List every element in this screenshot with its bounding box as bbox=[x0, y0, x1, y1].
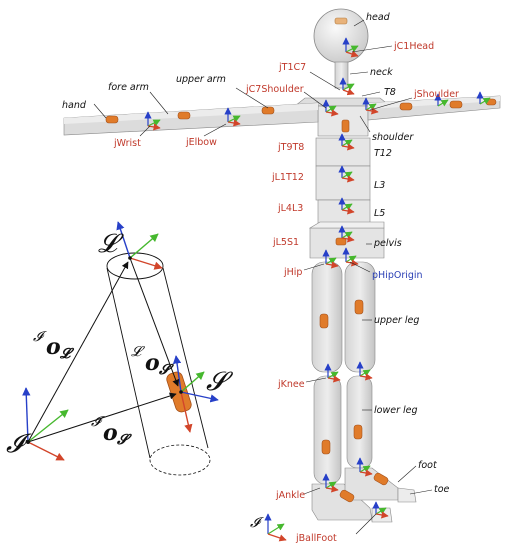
label-jL1T12: jL1T12 bbox=[271, 172, 304, 183]
joint-labels: jC1Head jT1C7 jC7Shoulder jShoulder jT9T… bbox=[113, 41, 459, 544]
right-lower-leg bbox=[346, 375, 373, 469]
sensor-right-forearm bbox=[449, 100, 463, 109]
label-shoulder: shoulder bbox=[372, 132, 414, 143]
label-upper-leg: upper leg bbox=[374, 315, 419, 326]
sensor-left-upperarm bbox=[261, 106, 275, 115]
svg-text:𝓛: 𝓛 bbox=[131, 344, 145, 360]
label-lower-leg: lower leg bbox=[374, 405, 418, 416]
sensor-left-foot bbox=[339, 489, 355, 503]
label-jHip: jHip bbox=[283, 267, 302, 278]
label-l5: L5 bbox=[374, 208, 385, 219]
frame-inset: 𝓛 𝓢 𝓘 𝓘 o 𝓛 𝓛 o 𝓢 𝓘 o 𝓢 𝓘 bbox=[6, 221, 264, 531]
label-jT9T8: jT9T8 bbox=[277, 142, 304, 153]
world-frame-symbol: 𝓘 bbox=[250, 515, 264, 531]
sensors bbox=[105, 98, 497, 503]
sensor-pelvis bbox=[335, 237, 347, 246]
sensor-left-forearm bbox=[177, 111, 191, 120]
t12-segment bbox=[315, 137, 371, 167]
label-t12: T12 bbox=[374, 148, 392, 159]
sensor-right-upper-leg bbox=[354, 299, 364, 315]
pelvis-top bbox=[308, 221, 385, 229]
right-upper-leg bbox=[344, 261, 376, 373]
label-foot: foot bbox=[418, 460, 438, 471]
sensor-left-lower-leg bbox=[321, 439, 331, 455]
joint-frames bbox=[144, 37, 491, 542]
svg-text:o: o bbox=[145, 350, 160, 376]
cylinder-right-edge bbox=[162, 267, 209, 449]
label-jShoulder: jShoulder bbox=[413, 89, 459, 100]
sensor-left-hand bbox=[105, 115, 119, 124]
label-t8: T8 bbox=[384, 87, 396, 98]
label-IoS: 𝓘 o 𝓢 bbox=[91, 414, 132, 448]
label-jAnkle: jAnkle bbox=[275, 490, 305, 501]
label-hand: hand bbox=[62, 100, 87, 111]
sensor-right-lower-leg bbox=[353, 424, 363, 440]
label-pelvis: pelvis bbox=[373, 238, 402, 249]
sensor-right-foot bbox=[373, 472, 389, 486]
label-jElbow: jElbow bbox=[185, 137, 217, 148]
pelvis-segment bbox=[309, 227, 385, 259]
label-jC7Shoulder: jC7Shoulder bbox=[245, 84, 304, 95]
svg-text:𝓘: 𝓘 bbox=[33, 329, 47, 345]
label-pHipOrigin: pHipOrigin bbox=[372, 270, 423, 281]
head-segment bbox=[313, 8, 369, 64]
left-lower-leg bbox=[313, 375, 342, 485]
leader-lines bbox=[93, 19, 433, 535]
label-fore-arm: fore arm bbox=[108, 82, 149, 93]
label-jT1C7: jT1C7 bbox=[278, 62, 306, 73]
label-toe: toe bbox=[434, 484, 450, 495]
neck-segment bbox=[334, 61, 349, 89]
vector-LoS bbox=[129, 257, 180, 387]
svg-text:o: o bbox=[46, 334, 61, 360]
label-head: head bbox=[366, 12, 391, 23]
right-toe bbox=[397, 487, 417, 503]
vector-IoS bbox=[27, 392, 177, 443]
head-sensor bbox=[334, 17, 348, 25]
sensor-t8 bbox=[341, 119, 350, 133]
sensor-right-upperarm bbox=[399, 102, 413, 111]
svg-text:𝓛: 𝓛 bbox=[59, 346, 75, 362]
label-IoL: 𝓘 o 𝓛 bbox=[33, 329, 75, 362]
label-l3: L3 bbox=[374, 180, 385, 191]
label-LoS: 𝓛 o 𝓢 bbox=[131, 344, 174, 378]
label-jC1Head: jC1Head bbox=[393, 41, 434, 52]
svg-text:o: o bbox=[103, 420, 118, 446]
label-upper-arm: upper arm bbox=[176, 74, 226, 85]
label-jL5S1: jL5S1 bbox=[272, 237, 299, 248]
left-arm-top bbox=[64, 103, 318, 124]
cylinder-left-edge bbox=[106, 267, 151, 459]
sensor-left-upper-leg bbox=[319, 313, 329, 329]
label-jWrist: jWrist bbox=[113, 138, 141, 149]
cylinder-bottom bbox=[149, 444, 211, 476]
vector-IoL bbox=[27, 261, 129, 443]
svg-text:𝓢: 𝓢 bbox=[116, 432, 132, 448]
label-neck: neck bbox=[370, 67, 393, 78]
frame-S-symbol: 𝓢 bbox=[206, 367, 234, 397]
l3-segment bbox=[315, 165, 371, 201]
label-jKnee: jKnee bbox=[277, 379, 305, 390]
label-jL4L3: jL4L3 bbox=[277, 203, 303, 214]
segment-labels: head neck T8 shoulder T12 L3 L5 pelvis u… bbox=[62, 12, 450, 495]
label-jBallFoot: jBallFoot bbox=[295, 533, 337, 544]
